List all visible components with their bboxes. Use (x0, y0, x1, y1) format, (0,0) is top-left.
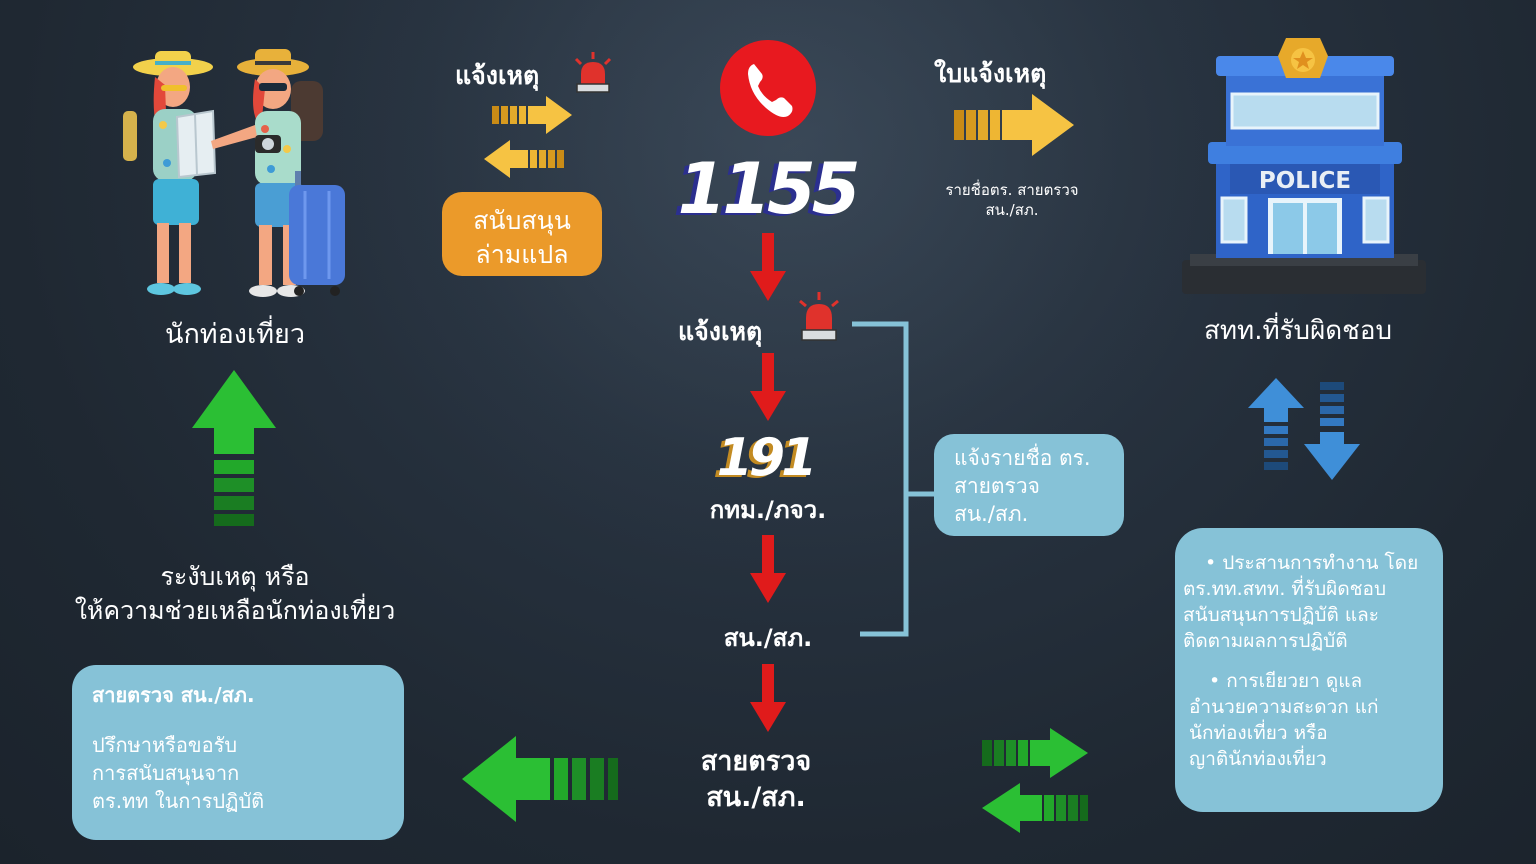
resolve-line2: ให้ความช่วยเหลือนักท่องเที่ยว (74, 596, 396, 625)
translate-line2: ล่ามแปล (475, 240, 569, 269)
exchange-arrows-green (982, 728, 1088, 833)
report-form-line2: สน./สภ. (985, 201, 1039, 219)
arrow-down-red-3 (750, 535, 786, 603)
siren-icon (799, 292, 839, 341)
flow-report-label: แจ้งเหตุ (678, 317, 763, 346)
tourists-illustration (123, 49, 345, 297)
police-station-illustration: POLICE (1182, 38, 1426, 294)
duty-bullet-2: • การเยียวยา ดูแล (1209, 670, 1363, 692)
siren-icon (574, 52, 612, 93)
report-top-label: แจ้งเหตุ (455, 61, 540, 90)
patrol-label: สายตรวจ สน./สภ. (668, 744, 844, 816)
notify-line2: สายตรวจ (954, 474, 1040, 498)
notify-box: แจ้งรายชื่อ ตร. สายตรวจ สน./สภ. (934, 434, 1124, 536)
arrow-down-red-2 (750, 353, 786, 421)
report-form-line1: รายชื่อตร. สายตรวจ (945, 181, 1079, 199)
arrow-right-yellow-large (954, 94, 1074, 156)
arrow-down-red-4 (750, 664, 786, 732)
arrow-up-green (192, 370, 276, 526)
up-down-arrows (1248, 378, 1360, 480)
arrow-left-green (462, 736, 618, 822)
patrol-box-line3: ตร.ทท ในการปฏิบัติ (92, 789, 265, 813)
patrol-box-title: สายตรวจ สน./สภ. (92, 683, 255, 707)
tourist-label: นักท่องเที่ยว (164, 319, 305, 350)
station-label: สทท.ที่รับผิดชอบ (1204, 316, 1392, 346)
emergency-number: 191 (716, 428, 818, 488)
notify-line3: สน./สภ. (954, 502, 1029, 526)
arrow-right-yellow (492, 96, 572, 134)
region-label: กทม./ภจว. (709, 496, 827, 524)
duty1-line1: ประสานการทำงาน โดย (1222, 552, 1419, 574)
duties-box: • ประสานการทำงาน โดย ตร.ทท.สทท. ที่รับผิ… (1175, 528, 1443, 812)
duty2-line3: นักท่องเที่ยว หรือ (1189, 722, 1328, 744)
report-form-label: ใบแจ้งเหตุ (934, 59, 1047, 88)
bracket-connector (852, 321, 938, 637)
resolve-text: ระงับเหตุ หรือ ให้ความช่วยเหลือนักท่องเท… (40, 560, 430, 628)
hotline-number: 1155 (677, 148, 861, 230)
patrol-box-line2: การสนับสนุนจาก (92, 761, 240, 785)
station-level-label: สน./สภ. (723, 624, 813, 652)
duty2-line2: อำนวยความสะดวก แก่ (1189, 696, 1379, 718)
report-form-details: รายชื่อตร. สายตรวจ สน./สภ. (920, 180, 1104, 220)
duty1-line2: ตร.ทท.สทท. ที่รับผิดชอบ (1183, 578, 1387, 600)
patrol-box: สายตรวจ สน./สภ. ปรึกษาหรือขอรับ การสนับส… (72, 665, 404, 840)
duty2-line4: ญาตินักท่องเที่ยว (1189, 748, 1327, 770)
duty1-line3: สนับสนุนการปฏิบัติ และ (1183, 604, 1379, 626)
police-sign-text: POLICE (1259, 168, 1351, 194)
notify-line1: แจ้งรายชื่อ ตร. (954, 446, 1091, 470)
duty2-line1: การเยียวยา ดูแล (1226, 670, 1363, 692)
duty-bullet-1: • ประสานการทำงาน โดย (1205, 552, 1419, 574)
duty1-line4: ติดตามผลการปฏิบัติ (1183, 630, 1348, 652)
patrol-line1: สายตรวจ (700, 746, 812, 777)
resolve-line1: ระงับเหตุ หรือ (160, 562, 310, 591)
patrol-box-line1: ปรึกษาหรือขอรับ (92, 733, 238, 757)
arrow-down-red-1 (750, 233, 786, 301)
arrow-left-yellow (484, 140, 564, 178)
translate-line1: สนับสนุน (473, 206, 571, 235)
patrol-line2: สน./สภ. (706, 782, 806, 813)
translate-support-box: สนับสนุน ล่ามแปล (442, 192, 602, 276)
phone-icon (720, 40, 816, 136)
